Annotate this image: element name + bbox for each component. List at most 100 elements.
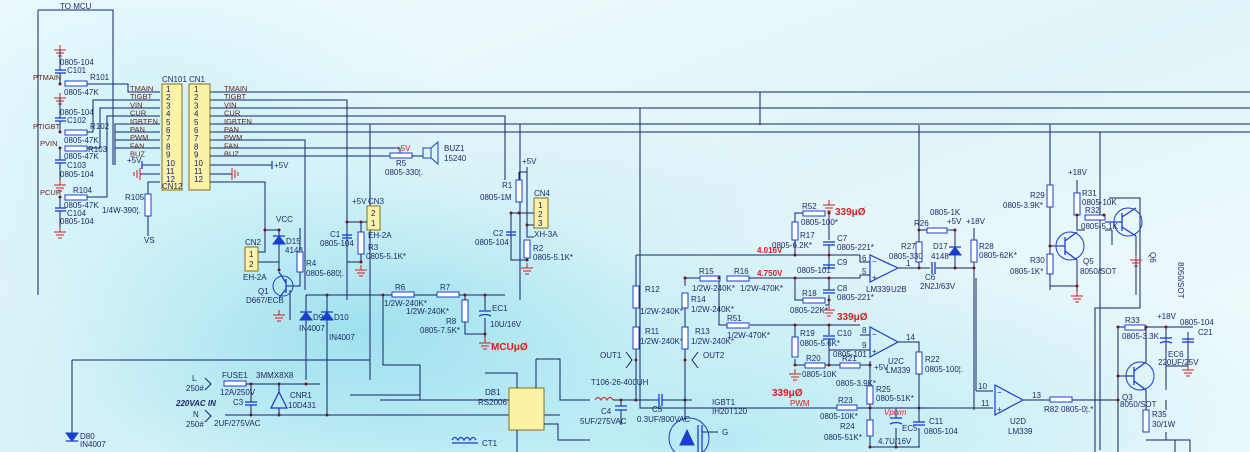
diode-d9-icon	[299, 311, 313, 321]
c102-value: 0805-104	[60, 108, 94, 117]
r12-resistor	[632, 285, 640, 309]
r82-ref: R82	[1044, 405, 1059, 414]
cn1-pin-10: 10	[194, 159, 203, 168]
c2-value: 0805-104	[475, 238, 509, 247]
svg-text:+: +	[872, 347, 877, 356]
r2-value: 0805-5.1K*	[533, 253, 573, 262]
r18-resistor	[802, 297, 826, 304]
c5-value: 0.3UF/800VAC	[637, 415, 690, 424]
p18v-label-r28: +18V	[966, 217, 986, 226]
cn2-pin: 1	[249, 250, 254, 259]
cn1-signal-vin: VIN	[224, 100, 237, 109]
p18v-label-r31: +18V	[1068, 168, 1088, 177]
cn1-pin-7: 7	[194, 134, 199, 143]
ac-input-label: 220VAC IN	[175, 399, 216, 408]
r26-ref: R26	[914, 219, 929, 228]
c101-ref: C101	[67, 66, 87, 75]
bridge-db1	[508, 387, 545, 431]
igbt1-gate-label: G	[722, 428, 728, 437]
cn101-pin-1: 1	[166, 85, 171, 94]
u2d-ref: U2D	[1010, 417, 1026, 426]
u2c-pin-minus: 8	[862, 326, 867, 335]
p5v-label-cn4: +5V	[522, 157, 537, 166]
ec5-value: 4.7U/16V	[878, 437, 912, 446]
d17-value: 4148	[931, 252, 949, 261]
r7-ref: R7	[440, 283, 451, 292]
u2b-pin-minus: 6	[862, 254, 867, 263]
connector-cn4: CN4 1 2 3 XH-3A	[533, 189, 558, 239]
r23-value: 0805-10K*	[820, 412, 858, 421]
q1-value: D667/ECB	[246, 296, 284, 305]
cn1-signal-tmain: TMAIN	[224, 84, 247, 93]
r4-ref: R4	[306, 259, 317, 268]
cn3-value: EH-2A	[368, 231, 392, 240]
r28-resistor	[970, 239, 978, 263]
d80-ref: D80	[80, 432, 95, 441]
cn2-pin: 2	[249, 260, 254, 269]
r32-value: 0805-5.1K	[1081, 222, 1119, 231]
cn4-value: XH-3A	[534, 230, 558, 239]
transformer-ct1-icon	[451, 436, 478, 444]
r52-ref: R52	[802, 202, 817, 211]
comparator-u2b: −+	[869, 254, 900, 283]
r23-ref: R23	[838, 396, 853, 405]
r30-value: 0805-1K*	[1010, 267, 1043, 276]
r16-resistor	[726, 275, 750, 282]
c104-value: 0805-104	[60, 217, 94, 226]
u2d-pin-minus: 10	[978, 382, 987, 391]
r31-value: 0805-10K	[1082, 198, 1117, 207]
r30-ref: R30	[1030, 256, 1045, 265]
ec6-ref: EC6	[1168, 350, 1184, 359]
r20-value: 0805-10K	[802, 370, 837, 379]
cn101-signal-pwm: PWM	[130, 133, 148, 142]
r2-ref: R2	[533, 244, 544, 253]
r28-value: 0805-62K*	[979, 251, 1017, 260]
c1-ref: C1	[330, 230, 341, 239]
input-l-value: 250#	[186, 384, 204, 393]
r105-ref: R105	[125, 193, 145, 202]
gnd339-label-top: 339μØ	[835, 207, 866, 218]
q6-value: 8050/SOT	[1176, 262, 1185, 299]
out1-label: OUT1	[600, 351, 622, 360]
input-network-pcur: PCUR R104 0805-47K C104 0805-104	[40, 115, 160, 239]
r52-value: 0805-100*	[801, 218, 838, 227]
u2b-value: LM339	[866, 285, 891, 294]
r17-ref: R17	[800, 231, 815, 240]
d17-ref: D17	[933, 242, 948, 251]
r32-resistor	[1084, 214, 1106, 221]
cn1-signal-tigbt: TIGBT	[224, 92, 247, 101]
cn1-pin-1: 1	[194, 85, 199, 94]
cn101-signal-pan: PAN	[130, 125, 145, 134]
connector-cn2: CN2 1 2 EH-2A	[243, 238, 267, 282]
input-network-ptigbt: 0805-104 C102 PTIGBT R102 0805-47K	[33, 92, 160, 145]
r21-resistor	[839, 362, 861, 369]
r101-value: 0805-47K	[64, 88, 99, 97]
r22-ref: R22	[925, 355, 940, 364]
c10-value: 0805-101	[833, 350, 867, 359]
cn1-signal-fan: FAN	[224, 141, 239, 150]
r22-resistor	[915, 351, 923, 375]
c8-ref: C8	[837, 284, 848, 293]
transistor-q6-icon	[1105, 207, 1143, 237]
cn1-pin-8: 8	[194, 142, 199, 151]
cn101-pin-6: 6	[166, 126, 171, 135]
r8-ref: R8	[446, 317, 457, 326]
cn1-signal-pwm: PWM	[224, 133, 242, 142]
cn101-ref: CN101	[162, 75, 187, 84]
r103-value: 0805-47K	[64, 152, 99, 161]
r8-resistor	[461, 299, 469, 323]
d9-ref: D9	[313, 313, 324, 322]
p5v-label-cn3: +5V	[352, 197, 367, 206]
r16-ref: R16	[734, 267, 749, 276]
c4-value: 5UF/275VAC	[580, 417, 627, 426]
r31-ref: R31	[1082, 189, 1097, 198]
r4-value: 0805-680¦.	[306, 269, 344, 278]
cn101-signal-cur: CUR	[130, 109, 147, 118]
cn4-pin: 3	[538, 219, 543, 228]
r15-resistor	[699, 275, 721, 282]
r19-value: 0805-5.6K*	[800, 339, 840, 348]
d80-value: IN4007	[80, 440, 106, 449]
c11-value: 0805-104	[924, 427, 958, 436]
c8-value: 0805-221*	[837, 293, 874, 302]
